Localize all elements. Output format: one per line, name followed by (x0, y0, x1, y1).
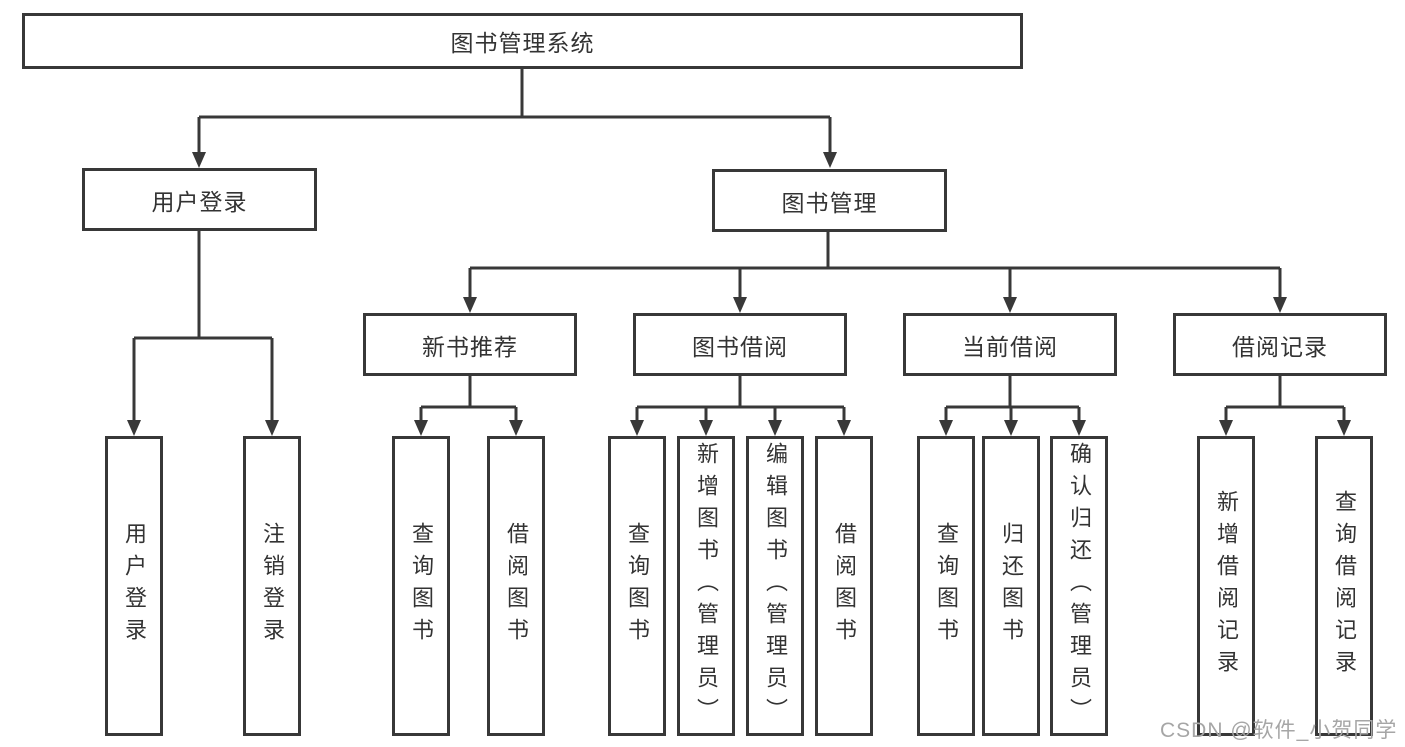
connector-book-borrow-branch (635, 376, 846, 421)
connector-borrow-records-branch (1224, 376, 1346, 421)
leaf-query-books-2: 查询图书 (608, 436, 666, 736)
arrow-down-icon (823, 152, 837, 168)
leaf-query-books-3: 查询图书 (917, 436, 975, 736)
leaf-return-books: 归还图书 (982, 436, 1040, 736)
node-label: 用户登录 (151, 188, 248, 215)
leaf-logout: 注销登录 (243, 436, 301, 736)
node-book-borrow: 图书借阅 (633, 313, 847, 376)
leaf-label: 借阅图书 (832, 522, 857, 650)
node-new-book-recommend: 新书推荐 (363, 313, 577, 376)
leaf-label: 查询图书 (625, 522, 650, 650)
arrow-down-icon (699, 420, 713, 436)
arrow-down-icon (1337, 420, 1351, 436)
leaf-edit-books-admin: 编辑图书（管理员） (746, 436, 804, 736)
arrow-down-icon (463, 297, 477, 313)
arrow-down-icon (768, 420, 782, 436)
leaf-label: 新增图书（管理员） (694, 442, 719, 730)
arrow-down-icon (509, 420, 523, 436)
leaf-add-books-admin: 新增图书（管理员） (677, 436, 735, 736)
node-label: 当前借阅 (962, 333, 1058, 360)
connector-book-mgmt-branch (468, 232, 1282, 298)
leaf-label: 注销登录 (260, 522, 285, 650)
node-label: 借阅记录 (1232, 333, 1328, 360)
node-book-management: 图书管理 (712, 169, 947, 232)
leaf-label: 查询借阅记录 (1332, 490, 1357, 682)
node-label: 新书推荐 (422, 333, 518, 360)
connector-user-login-branch (132, 231, 274, 421)
connector-current-borrow-branch (944, 376, 1081, 421)
leaf-borrow-books-2: 借阅图书 (815, 436, 873, 736)
leaf-label: 确认归还（管理员） (1067, 442, 1092, 730)
node-library-management-system: 图书管理系统 (22, 13, 1023, 69)
arrow-down-icon (1273, 297, 1287, 313)
arrow-down-icon (630, 420, 644, 436)
arrow-down-icon (192, 152, 206, 168)
leaf-confirm-return-admin: 确认归还（管理员） (1050, 436, 1108, 736)
connector-new-books-branch (419, 376, 518, 421)
leaf-query-borrow-record: 查询借阅记录 (1315, 436, 1373, 736)
node-label: 图书借阅 (692, 333, 788, 360)
leaf-label: 新增借阅记录 (1214, 490, 1239, 682)
csdn-watermark: CSDN @软件_小贺同学 (1160, 719, 1398, 742)
node-user-login: 用户登录 (82, 168, 317, 231)
arrow-down-icon (265, 420, 279, 436)
leaf-label: 查询图书 (934, 522, 959, 650)
leaf-user-login: 用户登录 (105, 436, 163, 736)
node-borrow-records: 借阅记录 (1173, 313, 1387, 376)
leaf-label: 用户登录 (122, 522, 147, 650)
arrow-down-icon (1072, 420, 1086, 436)
arrow-down-icon (1219, 420, 1233, 436)
arrow-down-icon (414, 420, 428, 436)
leaf-label: 借阅图书 (504, 522, 529, 650)
node-label: 图书管理系统 (450, 30, 595, 56)
connector-root-branch (197, 69, 832, 153)
leaf-label: 编辑图书（管理员） (763, 442, 788, 730)
node-label: 图书管理 (781, 189, 878, 216)
leaf-query-books-1: 查询图书 (392, 436, 450, 736)
arrow-down-icon (1004, 420, 1018, 436)
leaf-add-borrow-record: 新增借阅记录 (1197, 436, 1255, 736)
arrow-down-icon (127, 420, 141, 436)
arrow-down-icon (837, 420, 851, 436)
arrow-down-icon (733, 297, 747, 313)
leaf-label: 归还图书 (999, 522, 1024, 650)
node-current-borrow: 当前借阅 (903, 313, 1117, 376)
leaf-label: 查询图书 (409, 522, 434, 650)
leaf-borrow-books-1: 借阅图书 (487, 436, 545, 736)
arrow-down-icon (939, 420, 953, 436)
arrow-down-icon (1003, 297, 1017, 313)
arrowheads (127, 152, 1351, 436)
